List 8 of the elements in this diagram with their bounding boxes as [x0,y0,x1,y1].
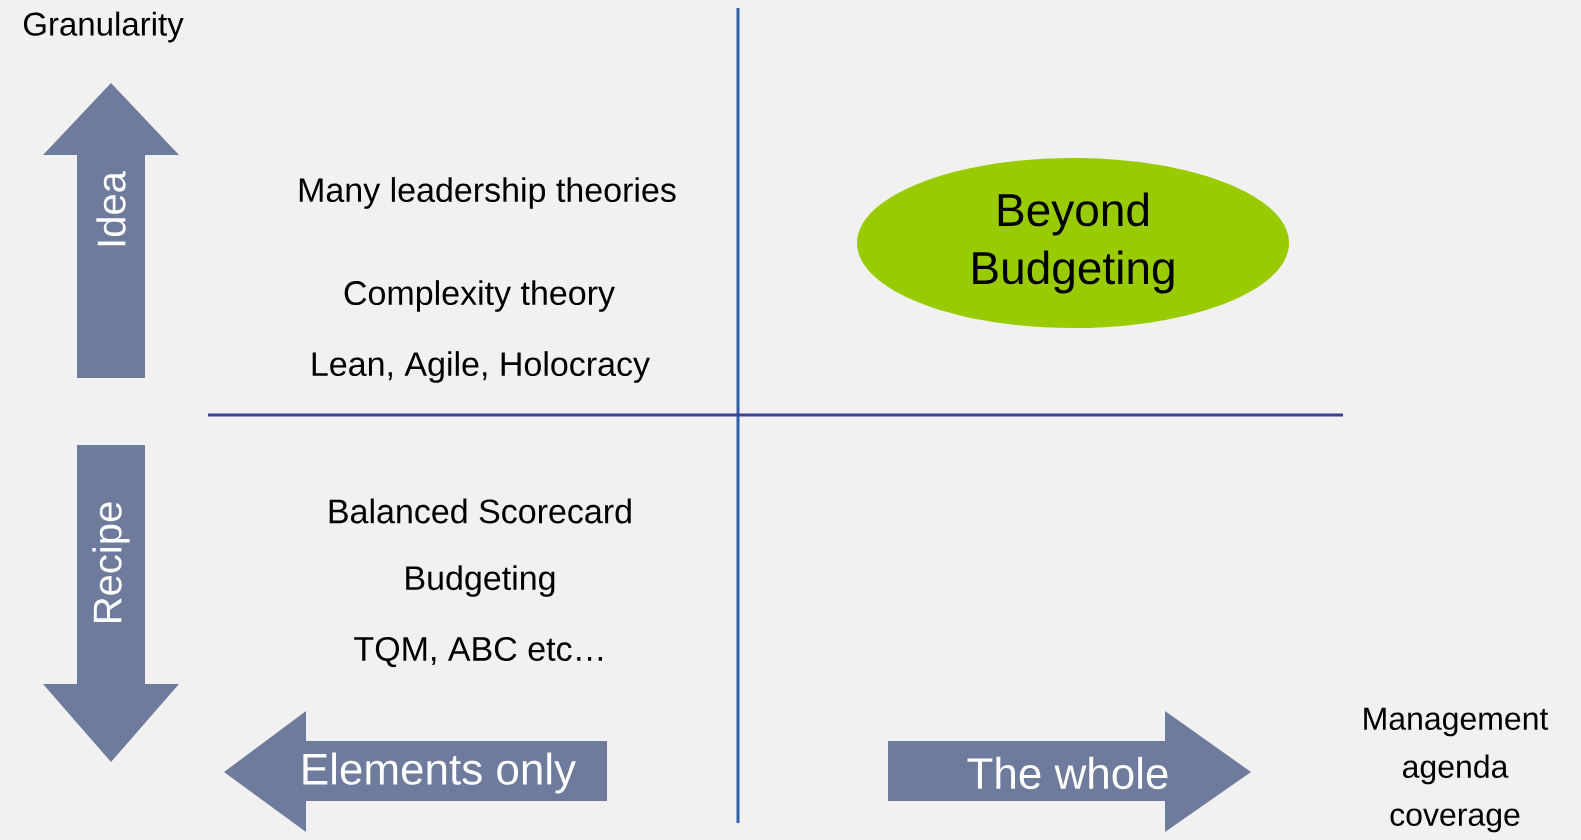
text-label: Complexity theory [344,280,615,312]
text-label: TQM, ABC etc… [354,636,602,668]
text-label: Many leadership theories [299,177,676,209]
text-label: Management agenda coverage [1364,707,1549,833]
text-label: Lean, Agile, Holocracy [312,351,650,383]
text-label: Balanced Scorecard [329,498,631,524]
text-label: Granularity [23,11,184,43]
text-label: Budgeting [406,565,555,597]
